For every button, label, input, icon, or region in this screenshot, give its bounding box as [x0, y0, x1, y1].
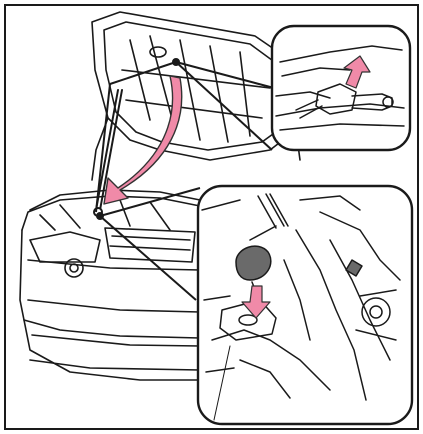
stay-clip-callout [272, 26, 410, 150]
stay-hole-callout [198, 186, 412, 424]
